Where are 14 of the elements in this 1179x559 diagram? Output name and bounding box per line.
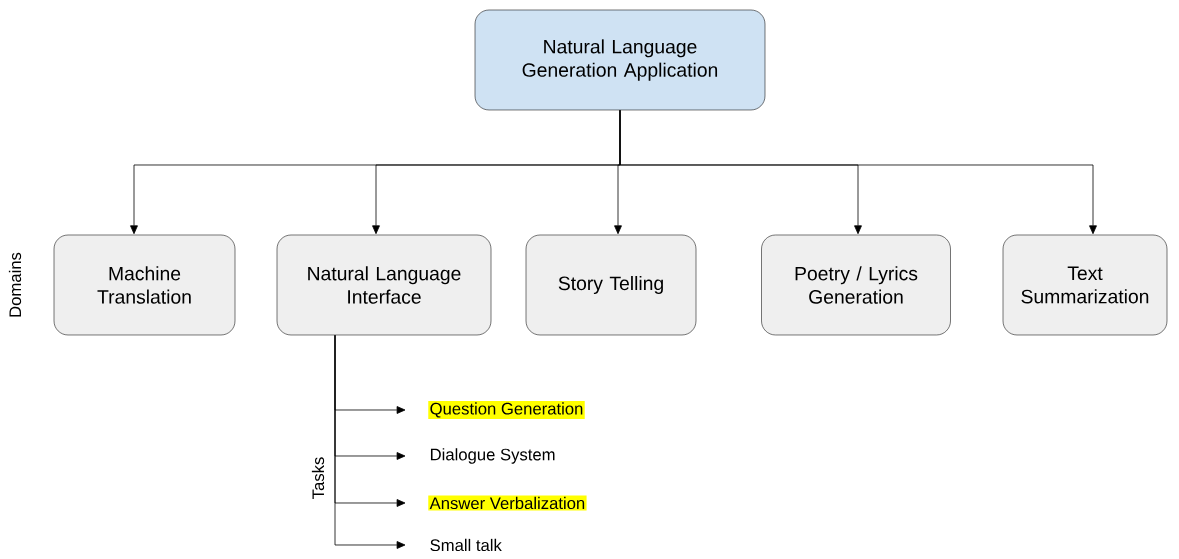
process-box: Story Telling <box>525 234 697 336</box>
task-label: Small talk <box>430 538 502 552</box>
side-label: Domains <box>8 252 22 317</box>
highlighted-task-label: Question Generation <box>428 401 585 419</box>
process-box: Machine Translation <box>53 234 236 336</box>
process-box: Natural Language Generation Application <box>474 9 766 111</box>
process-box: Poetry / Lyrics Generation <box>761 234 951 336</box>
arrow <box>334 334 406 549</box>
process-box: Natural Language Interface <box>276 234 492 336</box>
task-label: Dialogue System <box>430 448 555 464</box>
process-box: Text Summarization <box>1002 234 1168 336</box>
arrow <box>619 109 1097 235</box>
highlighted-task-label: Answer Verbalization <box>428 495 587 511</box>
side-label: Tasks <box>311 457 325 499</box>
